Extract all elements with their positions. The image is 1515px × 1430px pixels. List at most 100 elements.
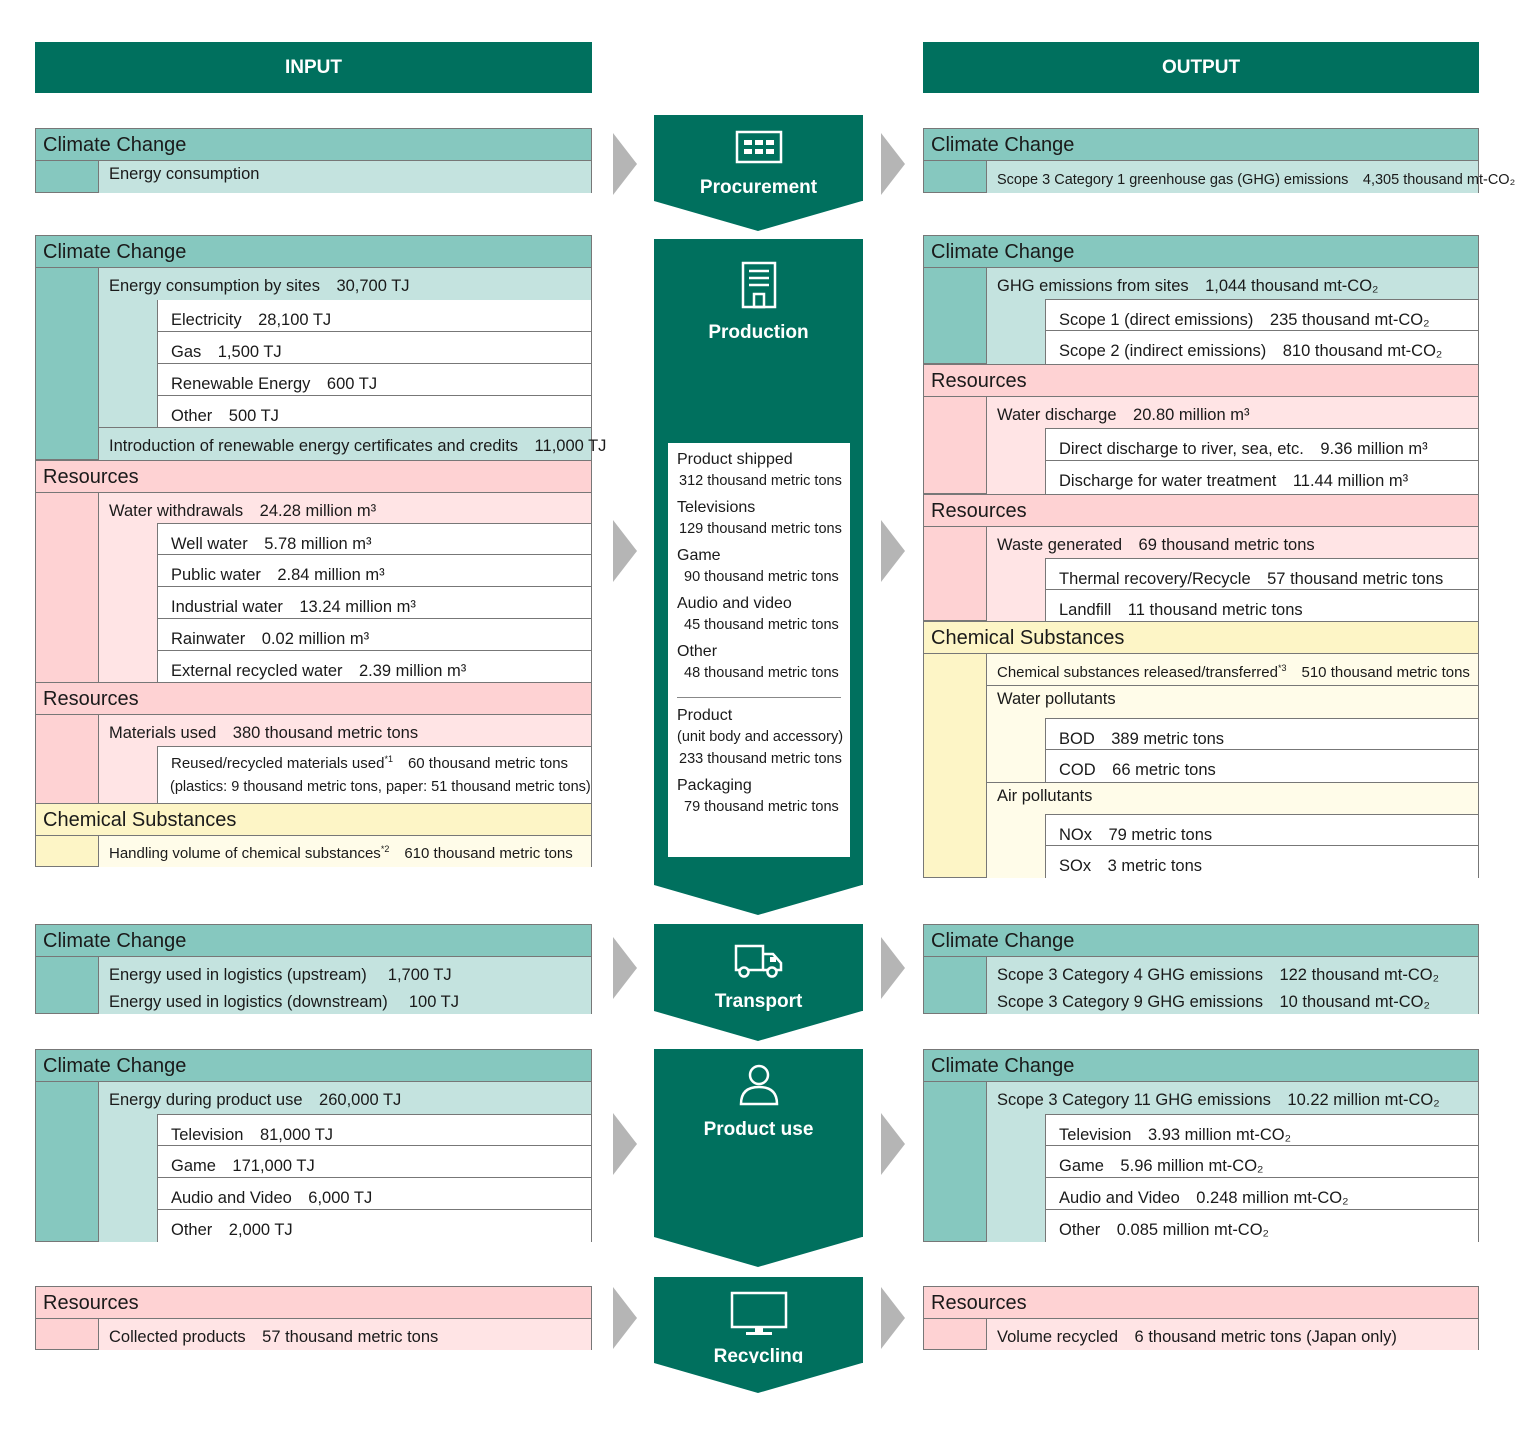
reused-detail: (plastics: 9 thousand metric tons, paper… — [170, 779, 591, 795]
output-header: OUTPUT — [923, 42, 1479, 93]
television-energy: Television 81,000 TJ — [157, 1114, 591, 1146]
thermal-recovery: Thermal recovery/Recycle 57 thousand met… — [1045, 558, 1478, 590]
section-title: Climate Change — [36, 129, 591, 160]
industrial-water: Industrial water 13.24 million m³ — [157, 587, 591, 619]
section-title: Chemical Substances — [924, 622, 1478, 653]
arrow-in-product-use — [613, 1113, 637, 1175]
sox: SOx 3 metric tons — [1045, 846, 1478, 878]
game-label: Game — [677, 547, 721, 564]
televisions-label: Televisions — [677, 499, 756, 516]
collected-products: Collected products 57 thousand metric to… — [98, 1319, 591, 1350]
television-emissions: Television 3.93 million mt-CO₂ — [1045, 1114, 1478, 1146]
arrow-in-transport — [613, 937, 637, 999]
audio-video-label: Audio and video — [677, 595, 792, 612]
section-title: Climate Change — [36, 236, 591, 267]
arrow-in-production — [613, 520, 637, 582]
section-title: Resources — [924, 1287, 1478, 1318]
energy-consumption: Energy consumption — [98, 161, 591, 193]
scope2: Scope 2 (indirect emissions) 810 thousan… — [1045, 331, 1478, 364]
reused-value: 60 thousand metric tons — [392, 755, 569, 772]
chemical-handling: Handling volume of chemical substances*2… — [98, 836, 591, 867]
logistics-energy: Energy used in logistics (upstream) 1,70… — [98, 957, 591, 1014]
output-product-use-climate: Climate Change Scope 3 Category 11 GHG e… — [923, 1049, 1479, 1242]
public-water: Public water 2.84 million m³ — [157, 555, 591, 587]
production-chevron — [654, 885, 862, 915]
other-energy: Other 500 TJ — [157, 396, 591, 427]
input-production-water: Resources Water withdrawals 24.28 millio… — [35, 460, 592, 683]
game-energy: Game 171,000 TJ — [157, 1146, 591, 1178]
section-title: Chemical Substances — [36, 804, 591, 835]
arrow-in-procurement — [613, 133, 637, 195]
footnote-2: *2 — [380, 844, 390, 854]
well-water: Well water 5.78 million m³ — [157, 523, 591, 555]
volume-recycled: Volume recycled 6 thousand metric tons (… — [986, 1319, 1478, 1350]
input-recycling-resources: Resources Collected products 57 thousand… — [35, 1286, 592, 1350]
stage-procurement: Procurement — [654, 115, 863, 201]
reused-label: Reused/recycled materials used — [171, 755, 385, 772]
cod: COD 66 metric tons — [1045, 750, 1478, 782]
scope1: Scope 1 (direct emissions) 235 thousand … — [1045, 299, 1478, 331]
packaging-label: Packaging — [677, 777, 752, 794]
stage-product-use: Product use — [654, 1049, 863, 1237]
stage-recycling: Recycling — [654, 1277, 863, 1367]
logistics-upstream: Energy used in logistics (upstream) 1,70… — [109, 966, 452, 984]
section-title: Resources — [36, 683, 591, 714]
renewable-certificates: Introduction of renewable energy certifi… — [98, 428, 606, 460]
section-title: Resources — [36, 1287, 591, 1318]
input-production-climate: Climate Change Energy consumption by sit… — [35, 235, 606, 460]
input-production-materials: Resources Materials used 380 thousand me… — [35, 682, 592, 804]
output-procurement-climate: Climate Change Scope 3 Category 1 greenh… — [923, 128, 1515, 193]
section-title: Resources — [924, 495, 1478, 526]
audio-video-emissions: Audio and Video 0.248 million mt-CO₂ — [1045, 1178, 1478, 1210]
arrow-out-product-use — [881, 1113, 905, 1175]
game-value: 90 thousand metric tons — [684, 569, 839, 585]
chemical-released: Chemical substances released/transferred… — [986, 654, 1478, 686]
nox: NOx 79 metric tons — [1045, 814, 1478, 846]
production-shipped-box: Product shipped 312 thousand metric tons… — [668, 443, 850, 857]
shipped-label: Product shipped — [677, 451, 793, 468]
arrow-out-recycling — [881, 1287, 905, 1349]
stage-transport-label: Transport — [714, 991, 803, 1012]
handling-label: Handling volume of chemical substances — [109, 845, 381, 862]
landfill: Landfill 11 thousand metric tons — [1045, 590, 1478, 621]
section-title: Climate Change — [924, 236, 1478, 267]
section-title: Climate Change — [36, 925, 591, 956]
input-production-chemical: Chemical Substances Handling volume of c… — [35, 803, 592, 867]
arrow-out-procurement — [881, 133, 905, 195]
rainwater: Rainwater 0.02 million m³ — [157, 619, 591, 651]
procurement-chevron — [654, 201, 862, 231]
stage-procurement-label: Procurement — [699, 177, 818, 198]
scope3-category1: Scope 3 Category 1 greenhouse gas (GHG) … — [986, 161, 1515, 193]
shipped-value: 312 thousand metric tons — [679, 473, 842, 489]
section-title: Climate Change — [36, 1050, 591, 1081]
arrow-in-recycling — [613, 1287, 637, 1349]
treatment-discharge: Discharge for water treatment 11.44 mill… — [1045, 461, 1478, 494]
input-header: INPUT — [35, 42, 592, 93]
output-recycling-resources: Resources Volume recycled 6 thousand met… — [923, 1286, 1479, 1350]
reused-materials: Reused/recycled materials used*1 60 thou… — [157, 746, 591, 804]
external-recycled-water: External recycled water 2.39 million m³ — [157, 651, 591, 683]
packaging-value: 79 thousand metric tons — [684, 799, 839, 815]
input-product-use-climate: Climate Change Energy during product use… — [35, 1049, 592, 1242]
section-title: Climate Change — [924, 925, 1478, 956]
output-production-waste: Resources Waste generated 69 thousand me… — [923, 494, 1479, 621]
other-value: 48 thousand metric tons — [684, 665, 839, 681]
user-icon — [739, 1064, 778, 1106]
section-title: Resources — [924, 365, 1478, 396]
handling-value: 610 thousand metric tons — [389, 845, 573, 862]
arrow-out-production — [881, 520, 905, 582]
divider — [677, 697, 841, 698]
other-label: Other — [677, 643, 718, 660]
transport-emissions: Scope 3 Category 4 GHG emissions 122 tho… — [986, 957, 1478, 1014]
building-icon — [741, 261, 776, 309]
renewable-energy: Renewable Energy 600 TJ — [157, 364, 591, 396]
section-title: Climate Change — [924, 1050, 1478, 1081]
direct-discharge: Direct discharge to river, sea, etc. 9.3… — [1045, 428, 1478, 461]
scope3-category9: Scope 3 Category 9 GHG emissions 10 thou… — [997, 993, 1430, 1011]
audio-video-value: 45 thousand metric tons — [684, 617, 839, 633]
output-production-climate: Climate Change GHG emissions from sites … — [923, 235, 1479, 364]
transport-chevron — [654, 1011, 862, 1041]
output-production-chemical: Chemical Substances Chemical substances … — [923, 621, 1479, 878]
footnote-3: *3 — [1277, 663, 1287, 673]
scope3-category4: Scope 3 Category 4 GHG emissions 122 tho… — [997, 966, 1440, 984]
